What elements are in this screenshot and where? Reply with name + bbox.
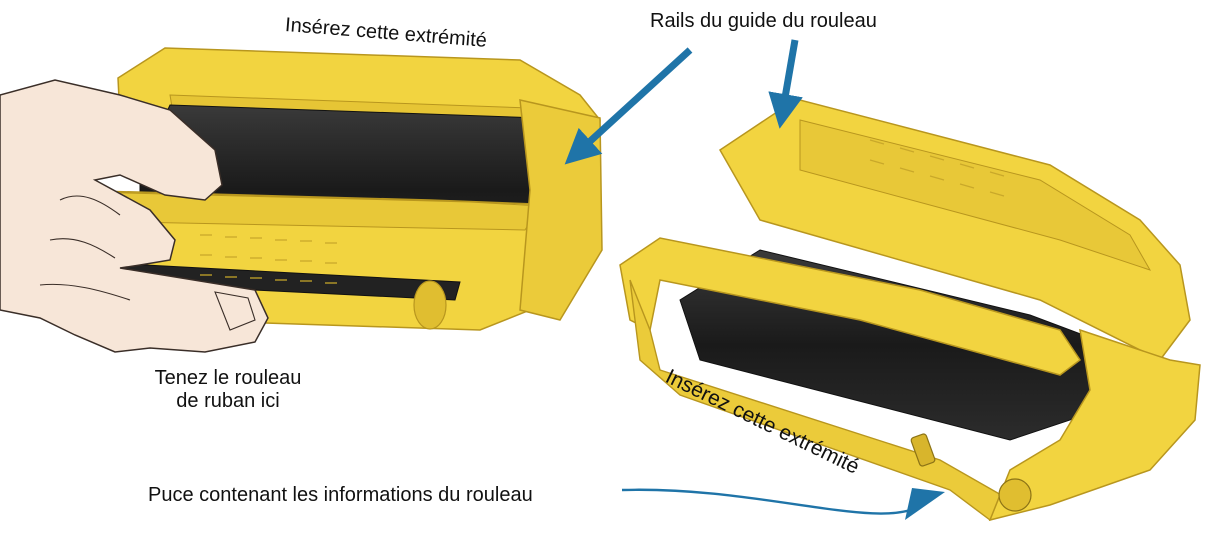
arrow-chip-info-head: [905, 488, 945, 520]
arrow-chip-info: [621, 488, 923, 515]
label-hold-ribbon-line2: de ruban ici: [176, 390, 280, 412]
arrow-insert-end-top: [564, 47, 693, 165]
callout-arrows: [564, 39, 945, 520]
label-chip-info: Puce contenant les informations du roule…: [148, 484, 533, 506]
label-roll-guide-rails: Rails du guide du rouleau: [650, 10, 877, 32]
right-cartridge: [619, 99, 1201, 522]
hand: [0, 79, 269, 353]
left-cartridge: [54, 47, 603, 331]
label-hold-ribbon: Tenez le rouleau de ruban ici: [128, 367, 328, 413]
arrow-roll-guide-rails: [768, 39, 803, 129]
label-hold-ribbon-line1: Tenez le rouleau: [154, 367, 302, 389]
